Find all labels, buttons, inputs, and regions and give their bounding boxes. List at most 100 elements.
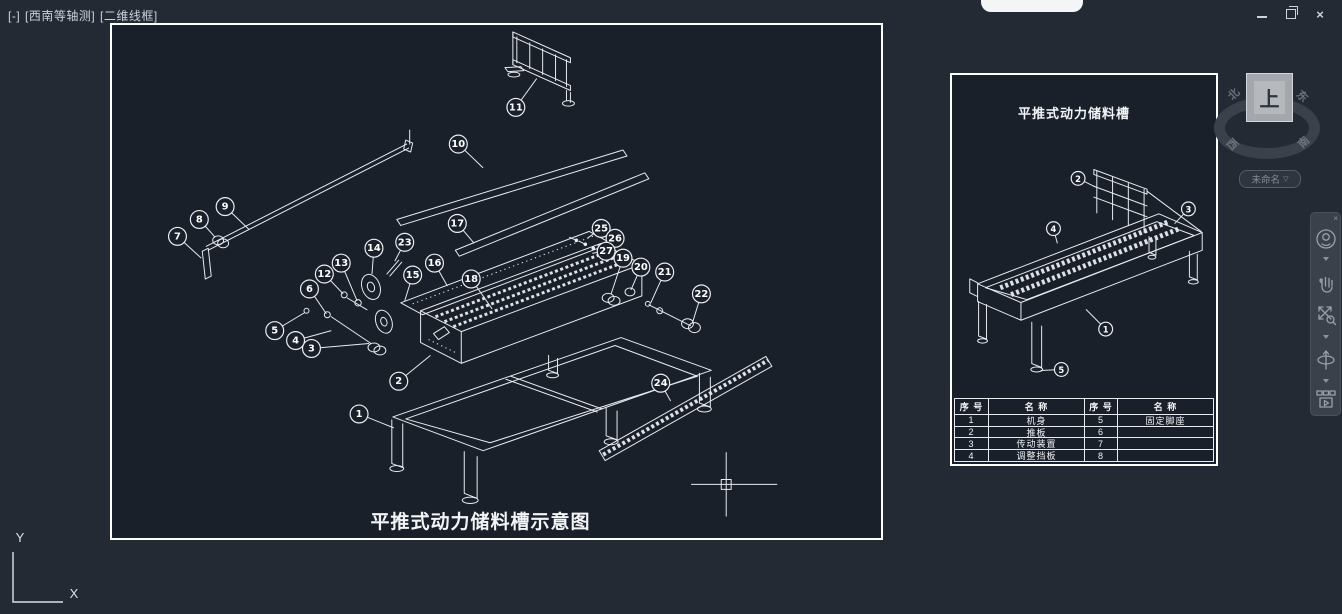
svg-text:1: 1 <box>1103 325 1109 335</box>
balloon-24: 24 <box>651 373 672 402</box>
viewcube-top-label: 上 <box>1259 89 1280 111</box>
navbar-close-icon[interactable]: × <box>1333 214 1338 223</box>
part-stand-frame <box>389 337 712 504</box>
part-top-rails <box>396 149 650 257</box>
viewport-style-control[interactable]: [二维线框] <box>100 9 158 23</box>
floating-pill <box>981 0 1083 12</box>
navigation-wheel-icon <box>1315 229 1336 249</box>
balloon-10: 10 <box>448 134 484 169</box>
zoom-button[interactable] <box>1315 303 1337 330</box>
viewport-view-control[interactable]: [西南等轴测] <box>25 9 96 23</box>
navigation-bar: × <box>1310 212 1341 416</box>
parts-table-cell: 7 <box>1084 437 1117 450</box>
balloon-8: 8 <box>189 209 216 238</box>
ucs-y-label: Y <box>16 530 25 545</box>
parts-table-header: 名 称 <box>988 398 1084 414</box>
svg-text:8: 8 <box>196 214 203 225</box>
parts-table-cell: 推板 <box>988 425 1084 438</box>
balloon-12: 12 <box>314 264 344 295</box>
parts-table-header: 名 称 <box>1117 398 1213 414</box>
parts-table-cell: 8 <box>1084 449 1117 461</box>
viewport-menu-control[interactable]: [-] <box>8 9 21 23</box>
assembled-machine <box>969 169 1203 373</box>
zoom-dropdown-icon[interactable] <box>1322 335 1329 339</box>
parts-table-cell: 2 <box>955 425 988 438</box>
svg-text:15: 15 <box>406 270 420 281</box>
dropdown-arrow-icon: ▽ <box>1283 176 1289 183</box>
ucs-x-label: X <box>70 586 79 601</box>
balloon-16: 16 <box>424 253 448 287</box>
balloon-5: 5 <box>1040 361 1069 377</box>
balloon-4: 4 <box>286 330 332 351</box>
svg-text:16: 16 <box>428 258 442 269</box>
pan-button[interactable] <box>1315 271 1337 298</box>
pan-hand-icon <box>1318 276 1333 293</box>
orbit-button[interactable] <box>1315 347 1337 376</box>
balloon-2: 2 <box>1070 170 1097 188</box>
balloon-14: 14 <box>364 238 384 275</box>
minimize-icon <box>1257 16 1267 18</box>
balloon-23: 23 <box>394 232 415 262</box>
navigation-wheel-button[interactable] <box>1314 227 1338 256</box>
part-screws-top <box>568 236 596 251</box>
svg-text:3: 3 <box>1186 204 1192 214</box>
part-side-rail <box>598 355 773 462</box>
parts-table-header: 序 号 <box>959 401 984 412</box>
svg-text:6: 6 <box>306 284 313 295</box>
svg-text:22: 22 <box>695 289 709 300</box>
close-button[interactable]: × <box>1316 6 1324 22</box>
svg-text:4: 4 <box>292 336 299 347</box>
parts-table-cell: 6 <box>1084 425 1117 438</box>
part-drive-assembly <box>303 259 450 356</box>
balloon-21: 21 <box>650 262 675 304</box>
svg-text:4: 4 <box>1051 224 1057 234</box>
balloon-9: 9 <box>215 197 250 230</box>
viewcube-top-face[interactable]: 上 <box>1246 73 1293 122</box>
svg-text:27: 27 <box>599 246 613 257</box>
balloon-19: 19 <box>610 248 633 295</box>
balloon-1: 1 <box>349 404 394 429</box>
svg-text:23: 23 <box>398 237 412 248</box>
svg-text:7: 7 <box>174 231 181 242</box>
minimize-button[interactable] <box>1252 6 1272 22</box>
parts-table-cell: 机身 <box>988 413 1084 426</box>
parts-table-header: 序 号 <box>1084 398 1117 414</box>
showmotion-button[interactable] <box>1315 389 1337 414</box>
parts-table-cell: 1 <box>955 413 988 426</box>
parts-table-cell: 5 <box>1084 413 1117 426</box>
balloon-3: 3 <box>1174 201 1196 225</box>
parts-table-cell <box>1117 449 1213 461</box>
orbit-dropdown-icon[interactable] <box>1322 379 1329 383</box>
svg-text:20: 20 <box>634 262 648 273</box>
svg-text:26: 26 <box>608 233 622 244</box>
orbit-icon <box>1316 350 1335 370</box>
svg-text:25: 25 <box>594 223 608 234</box>
part-slide-plate <box>400 230 612 316</box>
parts-table-cell <box>1117 425 1213 438</box>
balloon-22: 22 <box>691 284 711 323</box>
named-view-button[interactable]: 未命名 ▽ <box>1239 170 1301 188</box>
svg-text:24: 24 <box>654 378 668 389</box>
assembled-view-drawing: 1 2 3 4 5 <box>969 169 1203 377</box>
part-guard-fence <box>504 31 575 107</box>
window-controls: × <box>1252 6 1330 22</box>
balloon-6: 6 <box>299 279 327 315</box>
assembly-panel-title: 平推式动力储料槽 <box>1017 106 1130 121</box>
balloon-13: 13 <box>331 253 358 302</box>
svg-text:2: 2 <box>1075 174 1081 184</box>
balloon-26: 26 <box>597 228 625 248</box>
balloon-3: 3 <box>301 338 370 359</box>
balloon-2: 2 <box>389 355 431 391</box>
svg-text:5: 5 <box>1058 365 1064 375</box>
parts-table-cell: 固定脚座 <box>1117 413 1213 426</box>
parts-table-cell: 4 <box>955 449 988 461</box>
parts-table-cell <box>1117 437 1213 450</box>
restore-button[interactable] <box>1281 6 1301 22</box>
parts-table-cell: 调整挡板 <box>988 449 1084 461</box>
exploded-view-drawing: 1234567891011121314151617181920212223242… <box>167 31 778 517</box>
ucs-icon: Y X <box>12 530 79 603</box>
wheel-dropdown-icon[interactable] <box>1322 257 1329 261</box>
svg-text:9: 9 <box>222 202 229 213</box>
